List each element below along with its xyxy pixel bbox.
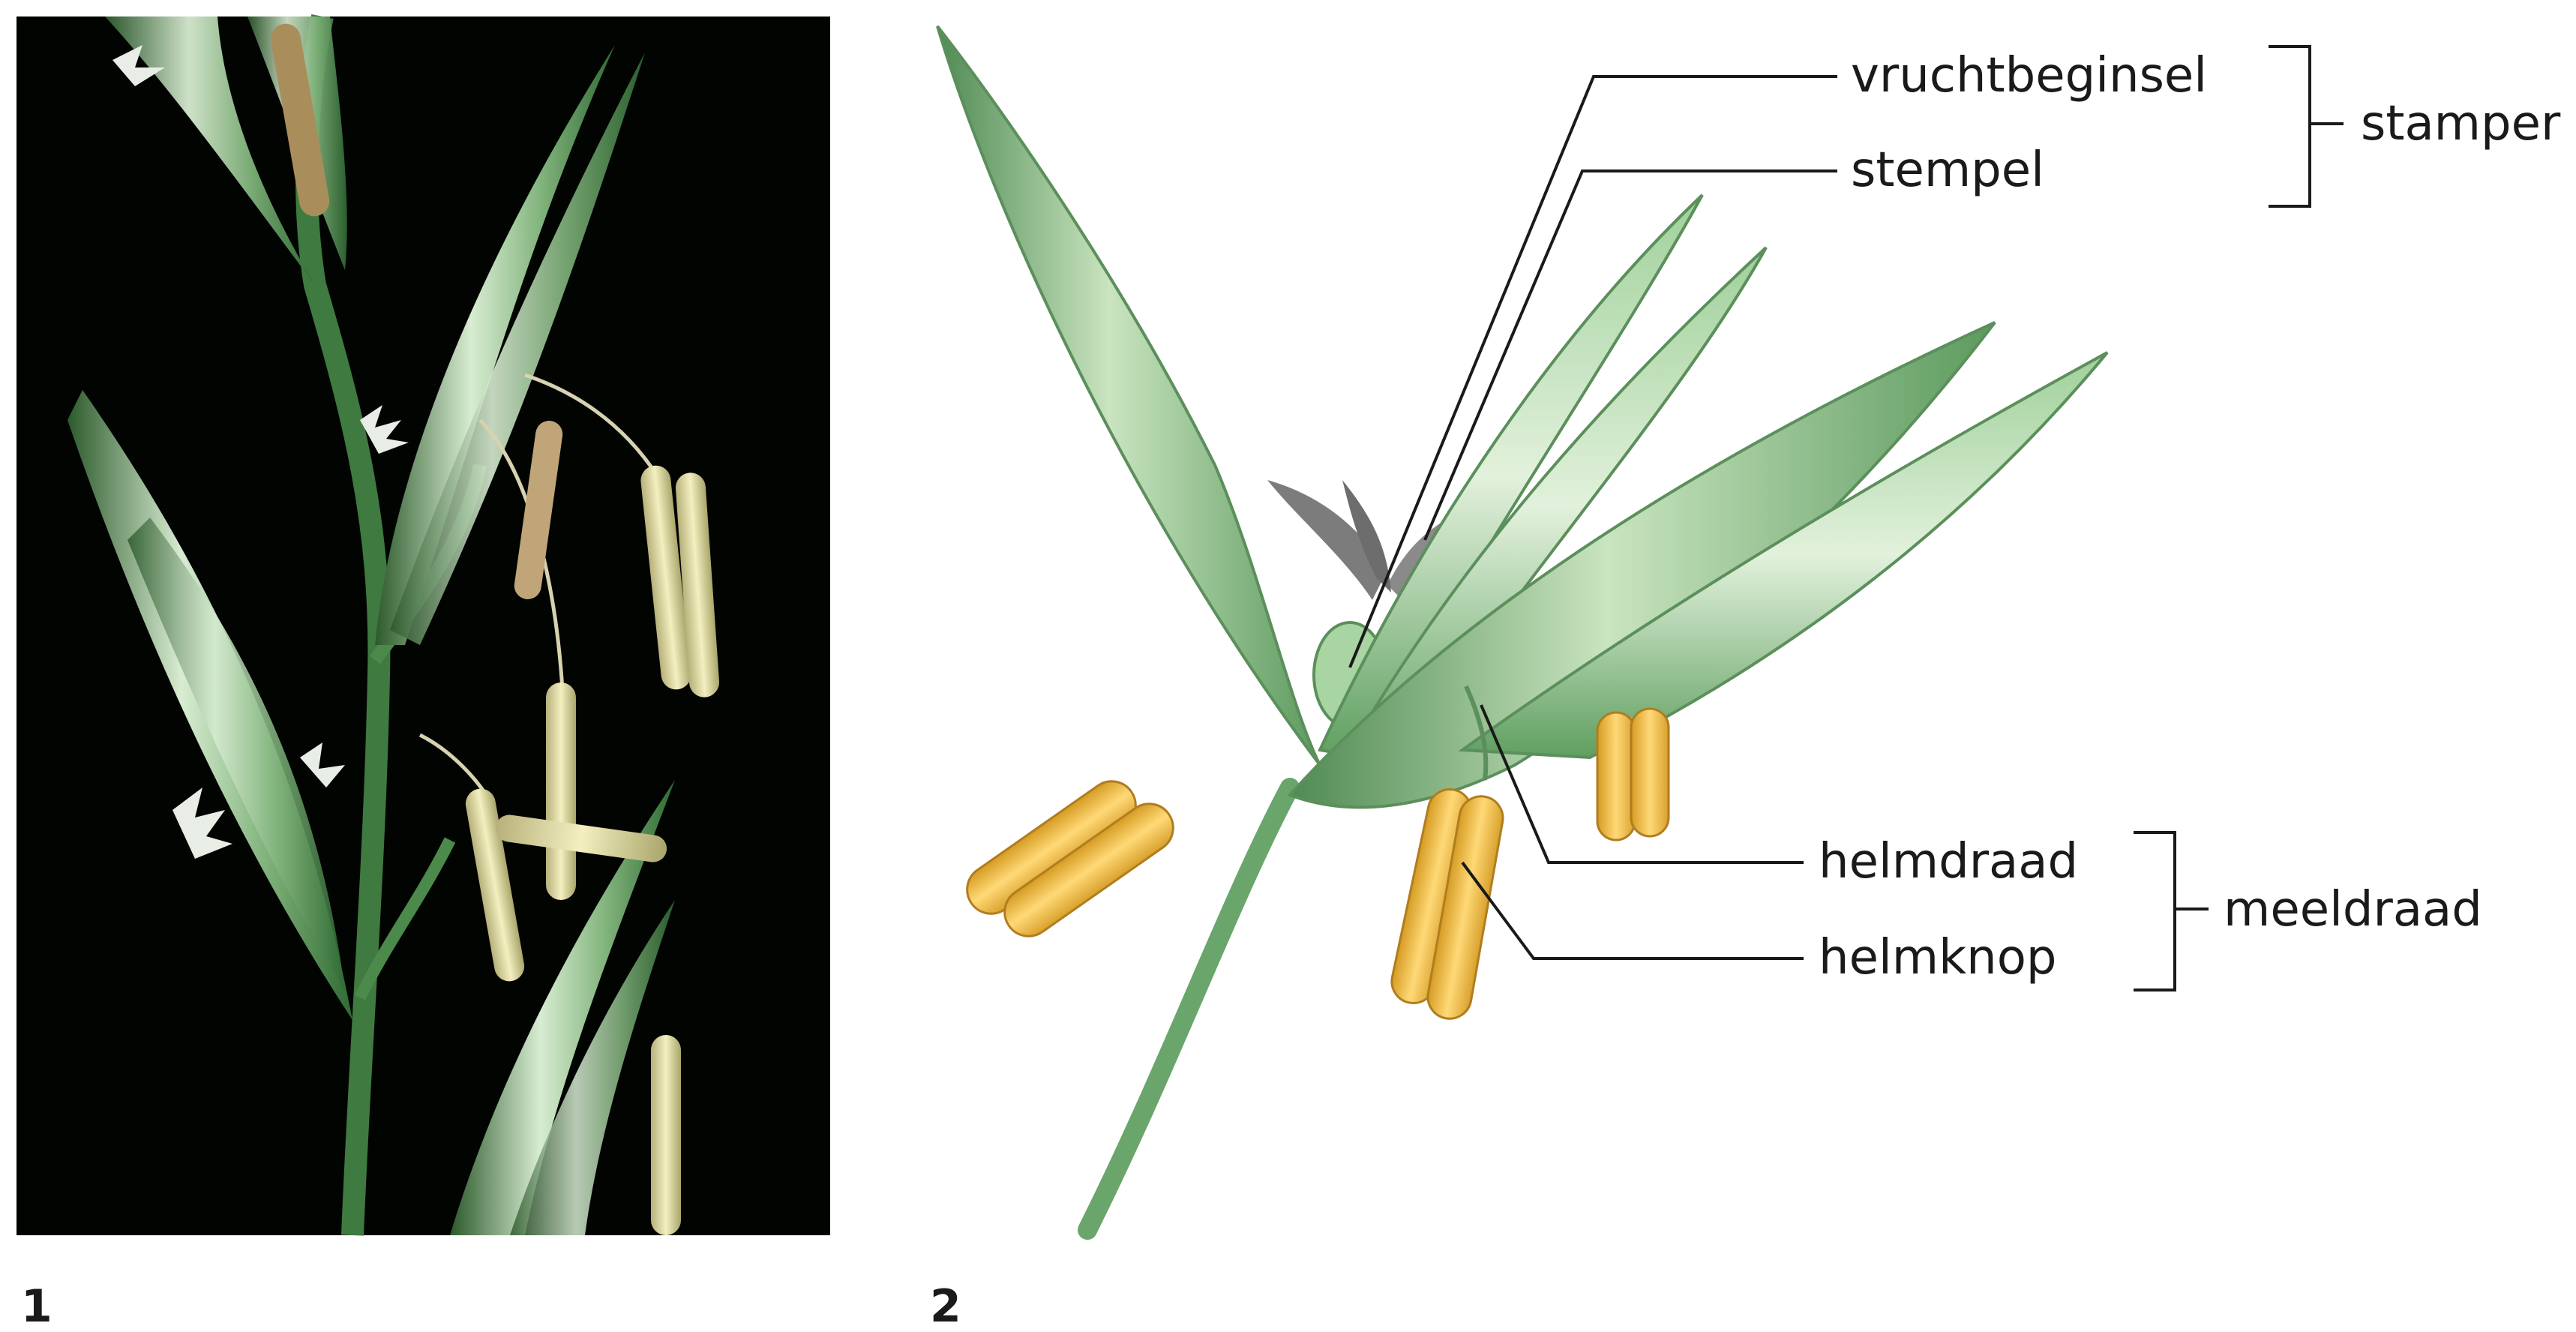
bracket-stamper	[2269, 46, 2344, 206]
photo-panel: 1	[16, 16, 830, 1332]
spikelet-illustration	[937, 26, 2107, 1230]
label-meeldraad: meeldraad	[2224, 882, 2482, 938]
label-stempel: stempel	[1851, 142, 2044, 198]
label-helmdraad: helmdraad	[1819, 834, 2078, 890]
bracket-meeldraad	[2134, 832, 2209, 990]
leader-helmknop	[1462, 862, 1804, 958]
label-helmknop: helmknop	[1819, 930, 2056, 986]
label-stamper: stamper	[2361, 96, 2561, 152]
panel-1-number: 1	[21, 1280, 52, 1332]
drawing-panel: vruchtbeginsel stempel stamper helmdraad…	[930, 26, 2561, 1332]
label-vruchtbeginsel: vruchtbeginsel	[1851, 48, 2207, 104]
panel-2-number: 2	[930, 1280, 961, 1332]
